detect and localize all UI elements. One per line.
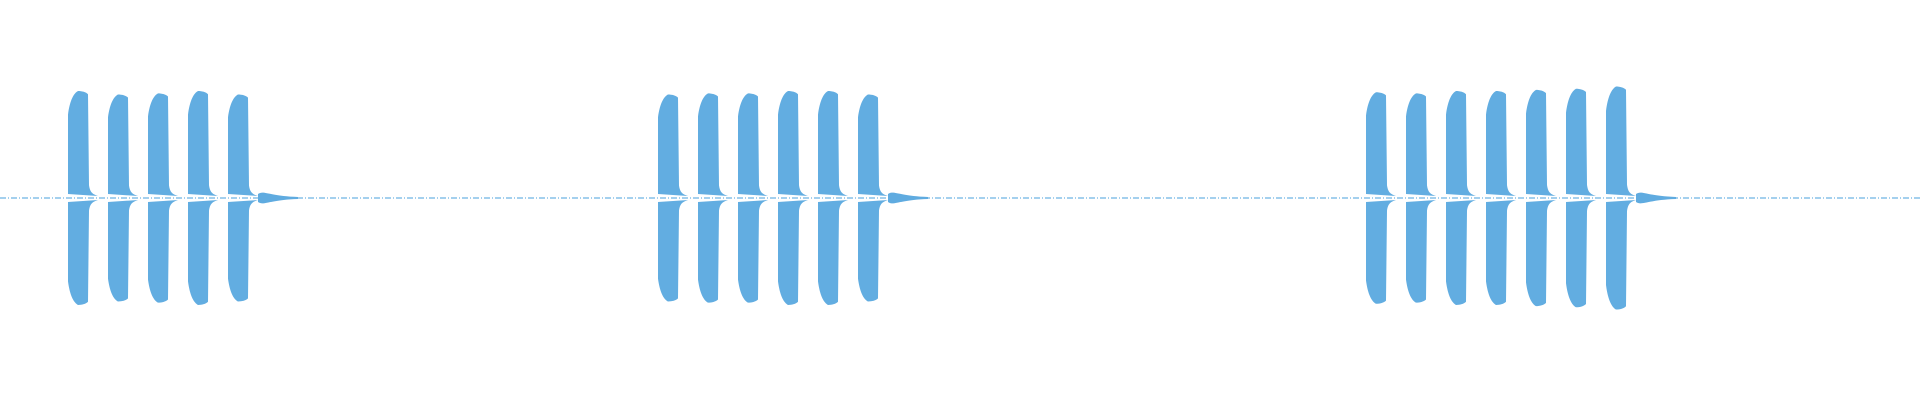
waveform-bursts	[68, 86, 1676, 310]
pulse-top	[108, 94, 138, 196]
pulse-bottom	[228, 200, 258, 302]
pulse-top	[1486, 91, 1516, 196]
burst-2	[658, 91, 928, 305]
pulse-top	[228, 94, 258, 196]
pulse-top	[188, 91, 218, 196]
pulse-bottom	[1526, 200, 1556, 307]
pulse-top	[1606, 86, 1636, 196]
pulse-top	[1446, 91, 1476, 196]
pulse-bottom	[188, 200, 218, 305]
pulse-top	[68, 91, 98, 196]
pulse-top	[1526, 89, 1556, 196]
pulse-bottom	[698, 200, 728, 303]
pulse-top	[778, 91, 808, 196]
pulse-top	[698, 93, 728, 196]
pulse-bottom	[68, 200, 98, 305]
burst-1	[68, 91, 298, 305]
pulse-bottom	[1366, 200, 1396, 304]
burst-tail	[1636, 192, 1676, 204]
pulse-bottom	[1566, 200, 1596, 308]
pulse-top	[148, 93, 178, 196]
pulse-top	[738, 93, 768, 196]
pulse-bottom	[1406, 200, 1436, 303]
pulse-bottom	[1486, 200, 1516, 305]
pulse-top	[1406, 93, 1436, 196]
pulse-bottom	[1446, 200, 1476, 305]
burst-tail	[888, 192, 928, 204]
pulse-bottom	[858, 200, 888, 302]
burst-3	[1366, 86, 1676, 310]
pulse-bottom	[778, 200, 808, 305]
pulse-bottom	[148, 200, 178, 303]
pulse-bottom	[818, 200, 848, 305]
pulse-top	[658, 94, 688, 196]
pulse-top	[1366, 92, 1396, 196]
pulse-bottom	[108, 200, 138, 302]
pulse-bottom	[1606, 200, 1636, 310]
pulse-top	[818, 91, 848, 196]
burst-tail	[258, 192, 298, 204]
pulse-top	[858, 94, 888, 196]
pulse-top	[1566, 88, 1596, 196]
pulse-bottom	[658, 200, 688, 302]
pulse-bottom	[738, 200, 768, 303]
